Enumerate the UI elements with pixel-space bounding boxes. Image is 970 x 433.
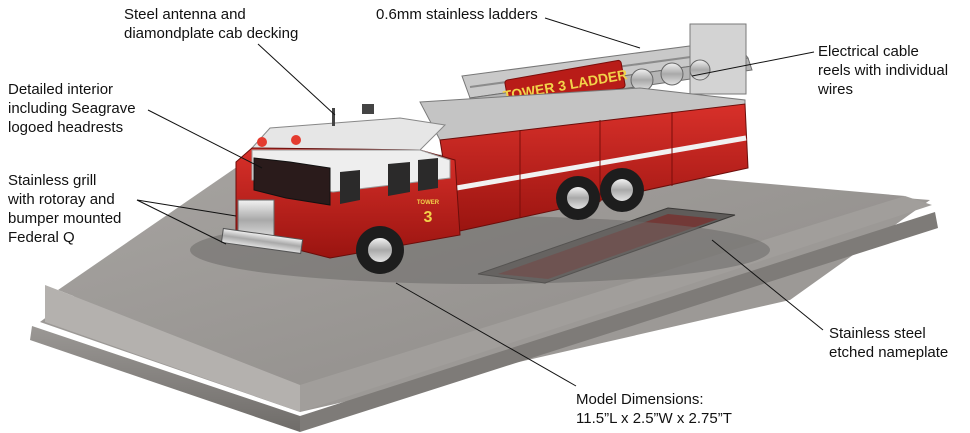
- callout-antenna: Steel antenna and diamondplate cab decki…: [124, 5, 298, 43]
- rear-body-stripe: [444, 135, 747, 193]
- callout-grill-line-1: Stainless grill: [8, 172, 97, 189]
- callout-ladders-line-1: 0.6mm stainless ladders: [376, 6, 538, 23]
- emergency-light-2: [291, 135, 301, 145]
- side-window-2: [388, 162, 410, 196]
- callout-antenna-line-2: diamondplate cab decking: [124, 25, 299, 42]
- front-wheel-hub: [368, 238, 392, 262]
- ladder-tip: [689, 23, 747, 95]
- callout-reels-line-1: Electrical cable: [818, 43, 919, 60]
- base-right-face: [300, 212, 938, 432]
- callout-ladders: 0.6mm stainless ladders: [376, 5, 538, 24]
- door-text: TOWER: [417, 200, 440, 206]
- side-window-3: [418, 158, 438, 191]
- callout-nameplate-line-2: etched nameplate: [829, 344, 949, 361]
- wheels: [356, 168, 644, 274]
- leader-grill-1: [136, 199, 237, 217]
- leader-dimensions: [395, 282, 577, 387]
- fire-truck: TOWER 3 LADDER TOWER: [190, 23, 770, 284]
- leader-nameplate: [711, 239, 824, 331]
- callout-antenna-line-1: Steel antenna and: [124, 6, 246, 23]
- rear-wheel-1-hub: [567, 187, 589, 209]
- cable-reel-3: [689, 59, 711, 81]
- side-window-1: [340, 170, 360, 204]
- cab-roof: [250, 117, 447, 151]
- leader-interior: [147, 109, 263, 169]
- callout-grill-line-3: bumper mounted: [8, 210, 122, 227]
- leader-lines: [136, 17, 824, 387]
- callout-dimensions: Model Dimensions: 11.5”L x 2.5”W x 2.75”…: [576, 390, 732, 428]
- windshield: [253, 157, 331, 206]
- leader-grill-2: [136, 199, 227, 245]
- callout-dimensions-line-1: Model Dimensions:: [576, 391, 704, 408]
- callout-grill: Stainless grill with rotoray and bumper …: [8, 171, 121, 247]
- antenna-mast: [332, 108, 335, 126]
- horn-unit: [362, 104, 374, 114]
- front-bumper: [220, 227, 304, 255]
- leader-reels: [691, 51, 815, 77]
- base-inner-edge-right: [300, 196, 932, 412]
- callout-grill-line-4: Federal Q: [8, 229, 75, 246]
- base-inner-edge: [45, 285, 300, 412]
- callout-grill-line-2: with rotoray and: [8, 191, 115, 208]
- emergency-light-1: [257, 137, 267, 147]
- callout-nameplate: Stainless steel etched nameplate: [829, 324, 948, 362]
- callout-reels-line-3: wires: [818, 81, 854, 98]
- rear-wheel-2-hub: [611, 179, 633, 201]
- callout-reels: Electrical cable reels with individual w…: [818, 42, 948, 99]
- callout-reels-line-2: reels with individual: [818, 62, 949, 79]
- cable-reel-2: [660, 62, 684, 86]
- callout-interior: Detailed interior including Seagrave log…: [8, 80, 136, 137]
- callout-interior-line-3: logoed headrests: [8, 119, 124, 136]
- cab: TOWER 3: [220, 104, 461, 259]
- leader-ladders: [544, 17, 641, 49]
- base-front-face: [30, 326, 300, 432]
- callout-nameplate-line-1: Stainless steel: [829, 325, 926, 342]
- cable-reel-1: [630, 68, 654, 92]
- callout-dimensions-line-2: 11.5”L x 2.5”W x 2.75”T: [576, 410, 732, 427]
- callout-interior-line-2: including Seagrave: [8, 100, 136, 117]
- callout-interior-line-1: Detailed interior: [8, 81, 114, 98]
- leader-antenna: [257, 43, 336, 116]
- door-number: 3: [424, 209, 433, 226]
